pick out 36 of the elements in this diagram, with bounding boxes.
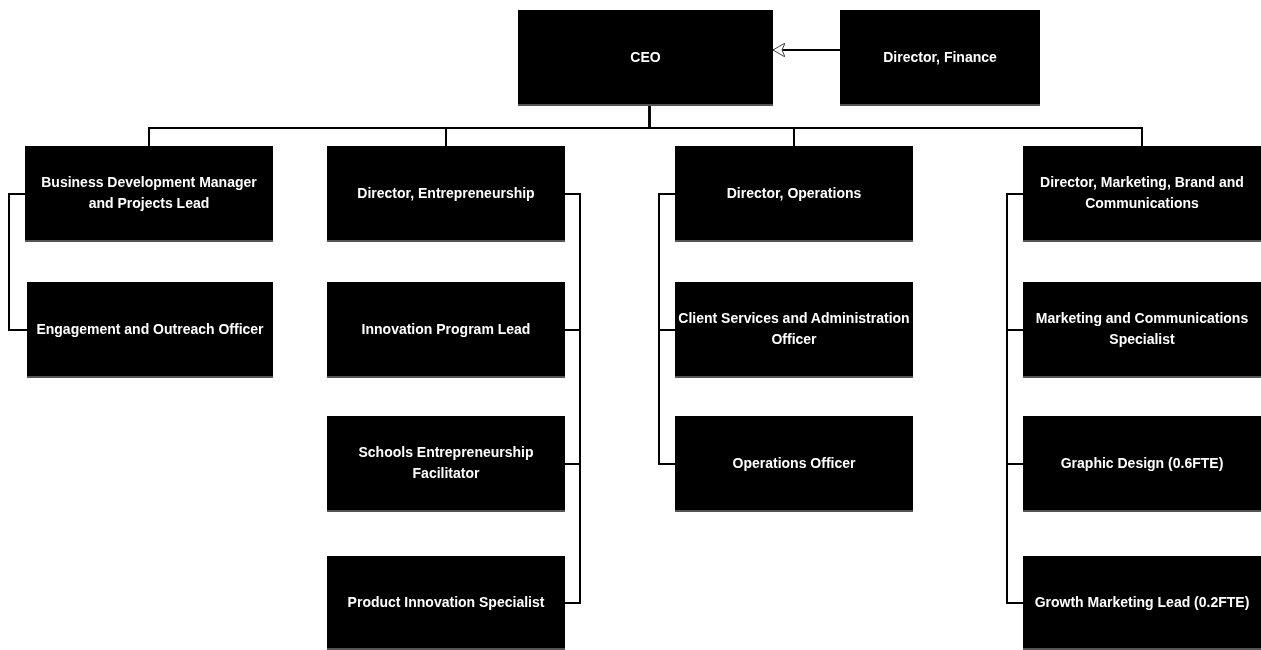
org-box: [1023, 282, 1261, 378]
role-title: Engagement and Outreach Officer: [35, 319, 265, 339]
org-box: [327, 146, 565, 242]
org-box: [840, 10, 1040, 106]
role-title: Client Services and Administration Officer: [677, 309, 911, 349]
org-box: [1023, 416, 1261, 512]
arrow: [772, 42, 841, 58]
org-box: [327, 282, 565, 378]
role-title: Director, Operations: [725, 183, 863, 203]
role-title: Growth Marketing Lead (0.2FTE): [1033, 592, 1251, 612]
connector-line: [1006, 193, 1024, 604]
role-title: Marketing and Communications Specialist: [1034, 309, 1250, 349]
org-box: [675, 146, 913, 242]
role-title: Business Development Manager and Projects Lead: [40, 173, 258, 213]
role-title: Innovation Program Lead: [360, 319, 532, 339]
org-box: [518, 10, 773, 106]
org-box: [1023, 146, 1261, 242]
org-box: [675, 282, 913, 378]
role-title: Director, Entrepreneurship: [356, 183, 536, 203]
role-title: Director, Finance: [882, 47, 998, 67]
role-title: Schools Entrepreneurship Facilitator: [357, 443, 535, 483]
connector-line: [8, 193, 28, 331]
role-title: Director, Marketing, Brand and Communications: [1039, 173, 1245, 213]
org-box: [27, 282, 273, 378]
connector-line: [648, 105, 1143, 147]
org-box: [1023, 556, 1261, 650]
role-title: CEO: [629, 47, 662, 67]
role-title: Product Innovation Specialist: [346, 592, 546, 612]
role-title: Graphic Design (0.6FTE): [1059, 453, 1225, 473]
role-title: Operations Officer: [731, 453, 857, 473]
org-box: [327, 556, 565, 650]
org-box: [675, 416, 913, 512]
org-box: [327, 416, 565, 512]
connector-line: [658, 193, 676, 465]
connector-line: [564, 193, 581, 604]
org-box: [25, 146, 273, 242]
